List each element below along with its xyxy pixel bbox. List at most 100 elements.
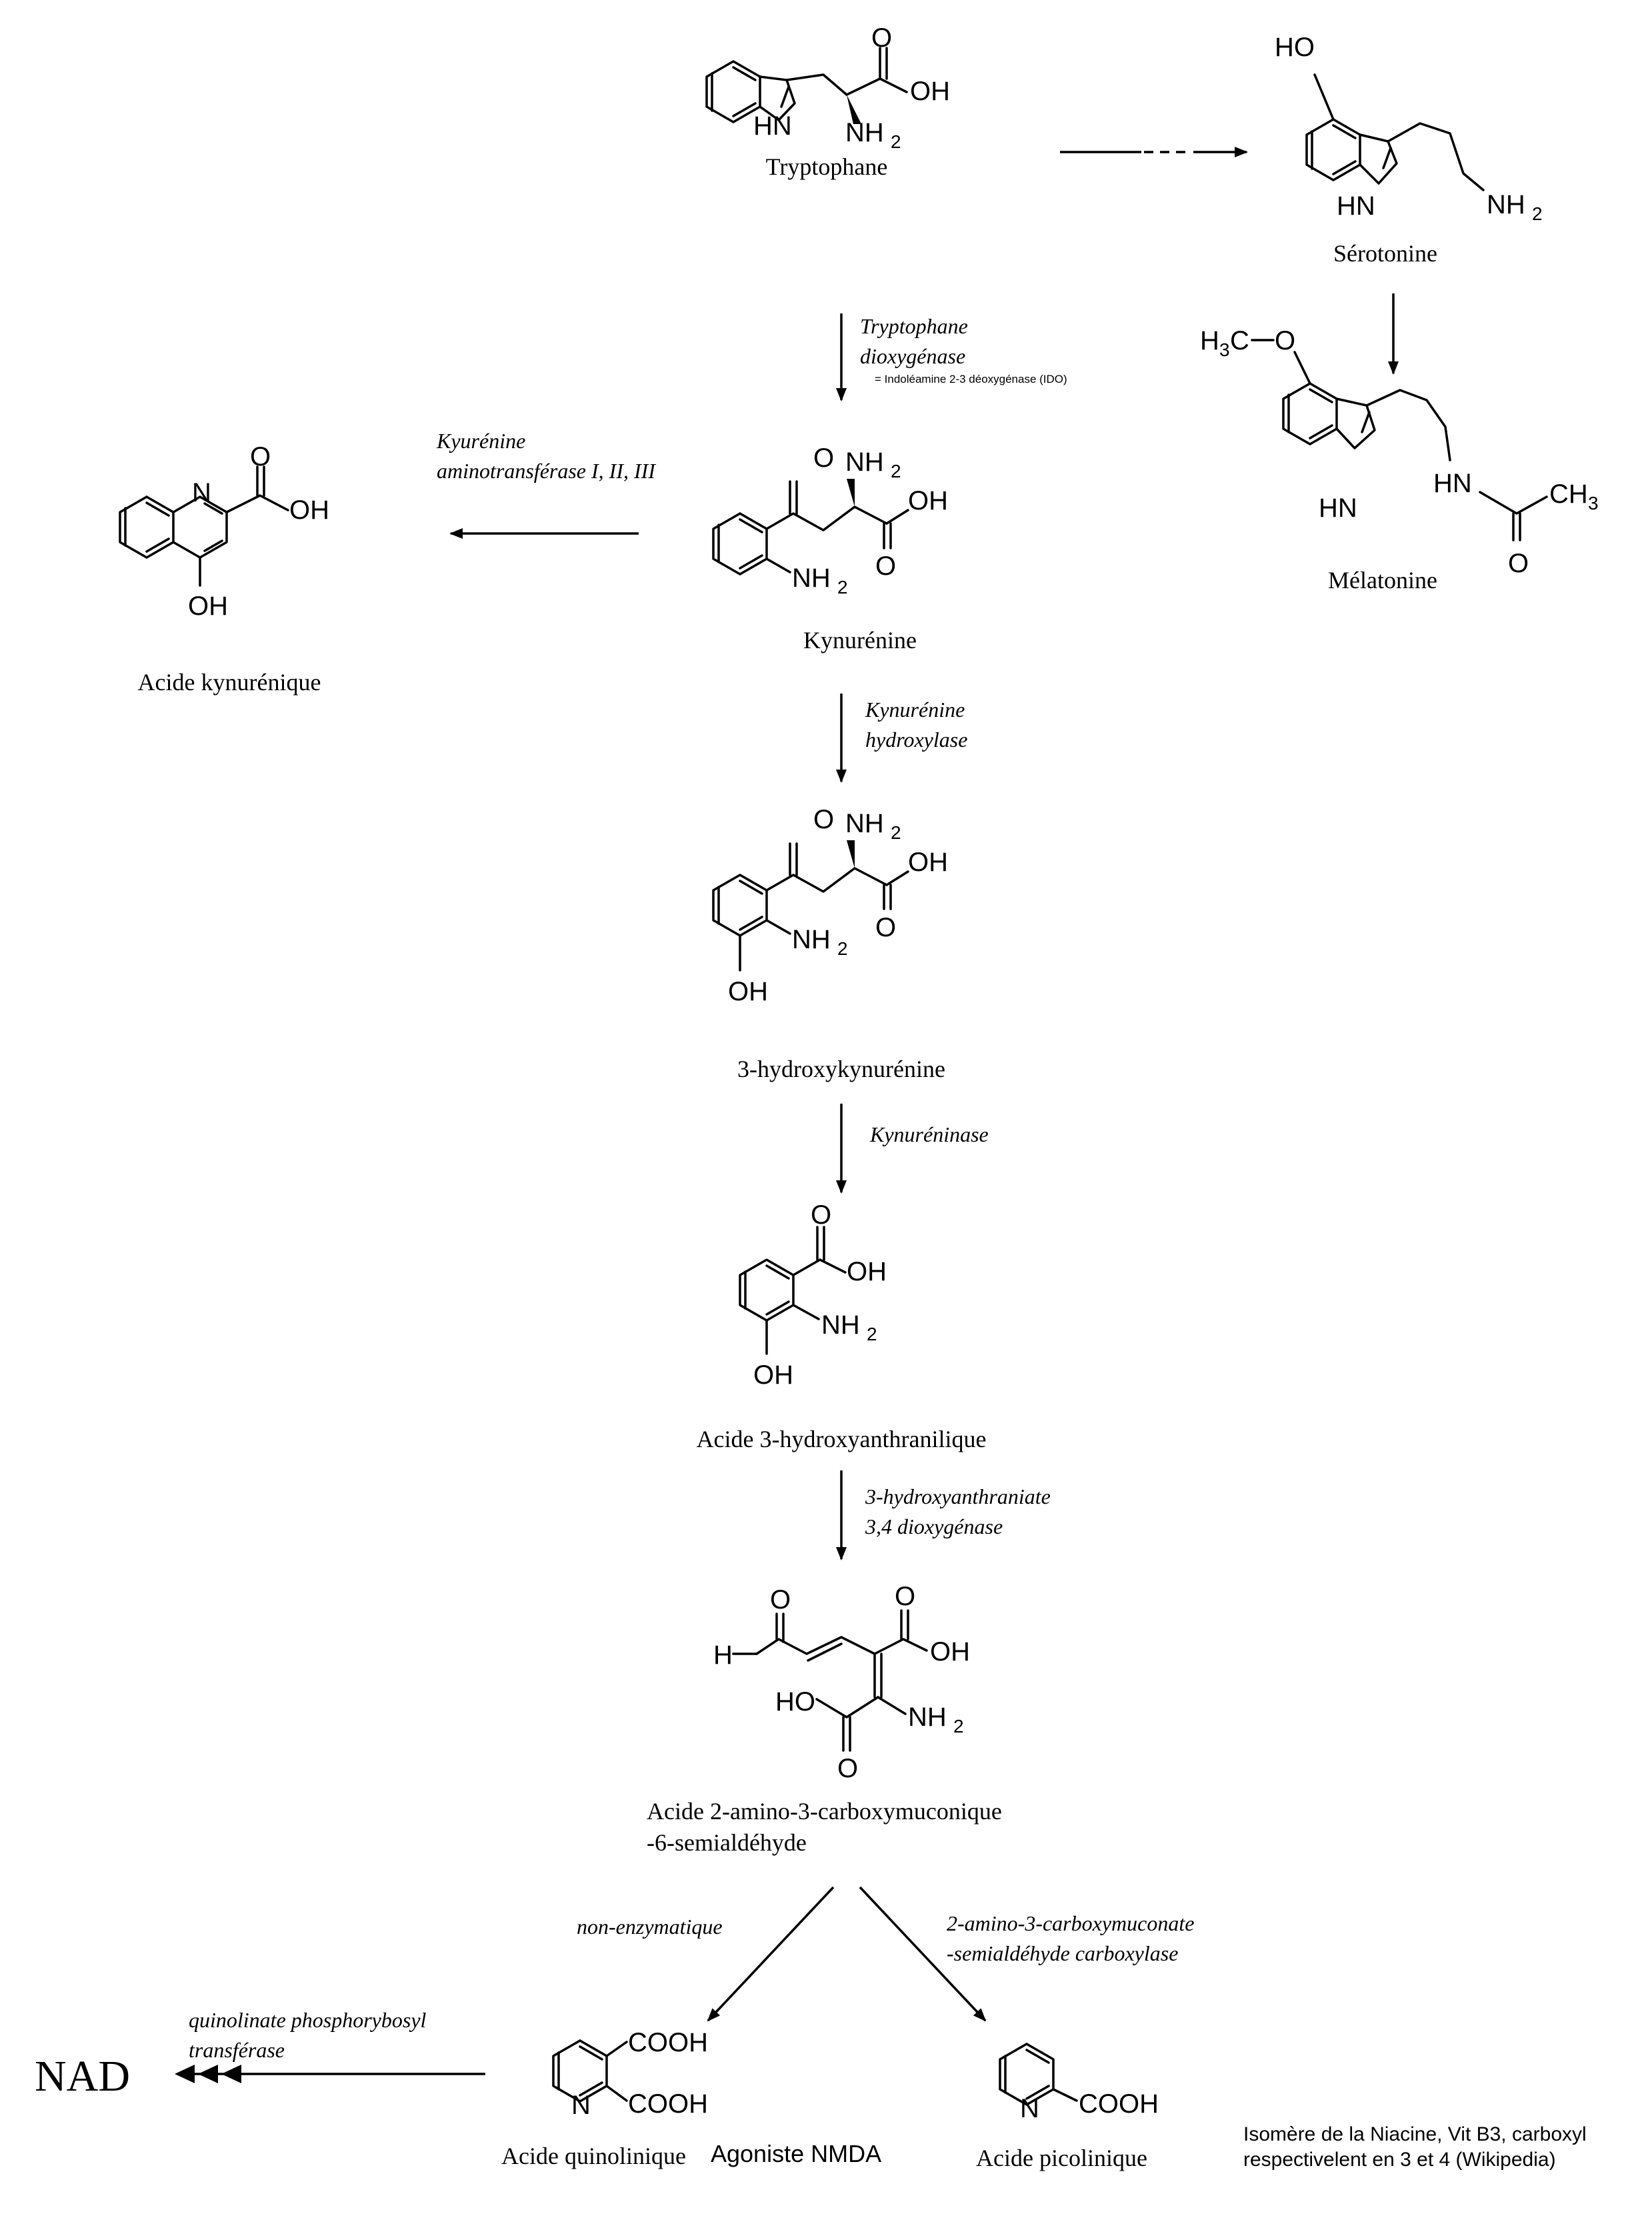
nad-label: NAD <box>35 2052 130 2101</box>
acms-o2: O <box>837 1754 858 1783</box>
svg-text:3: 3 <box>1219 339 1230 360</box>
melatonin-h3c-h: H <box>1200 326 1219 355</box>
hk-o2: O <box>875 913 896 942</box>
kynurenine-label: Kynurénine <box>803 627 917 654</box>
acms-structure: H O O OH HO NH 2 O <box>713 1582 970 1783</box>
hk-nh: NH <box>845 809 884 838</box>
acms-ho: HO <box>775 1687 815 1717</box>
svg-text:2: 2 <box>837 577 848 598</box>
enzyme-acmsd-line2: -semialdéhyde carboxylase <box>947 1941 1178 1965</box>
acms-oh: OH <box>930 1637 970 1667</box>
haa-oh-ring: OH <box>753 1360 793 1390</box>
svg-text:2: 2 <box>867 1324 877 1344</box>
kynurenine-oh: OH <box>908 486 948 515</box>
arrow-acms-picolinic <box>859 1886 987 2022</box>
svg-text:2: 2 <box>837 938 848 959</box>
enzyme-acmsd-line1: 2-amino-3-carboxymuconate <box>947 1911 1194 1935</box>
acms-o1: O <box>895 1582 915 1611</box>
hydroxyanthranilic-acid-label: Acide 3-hydroxyanthranilique <box>697 1426 987 1452</box>
acms-nh: NH <box>908 1703 947 1732</box>
enzyme-kmo-line1: Kynurénine <box>865 698 965 722</box>
enzyme-kmo-line2: hydroxylase <box>865 728 967 752</box>
kynurenine-nh-aryl: NH <box>792 564 831 593</box>
kynurenic-oh: OH <box>289 495 329 525</box>
arrow-acms-quinolinic <box>707 1886 835 2022</box>
enzyme-tdo-note: = Indoléamine 2-3 déoxygénase (IDO) <box>875 373 1067 385</box>
kynurenic-o: O <box>250 442 271 471</box>
serotonin-hn: HN <box>1337 191 1375 221</box>
acms-label-line2: -6-semialdéhyde <box>647 1829 807 1856</box>
enzyme-kat-line2: aminotransférase I, II, III <box>437 459 656 483</box>
enzyme-tdo-line1: Tryptophane <box>860 314 968 338</box>
melatonin-hn-amide: HN <box>1433 469 1472 498</box>
quinolinic-cooh-top: COOH <box>628 2028 708 2057</box>
haa-nh: NH <box>821 1310 860 1340</box>
acms-h: H <box>713 1640 733 1670</box>
serotonin-structure: HO HN NH 2 <box>1275 33 1543 224</box>
melatonin-hn-ring: HN <box>1319 493 1357 523</box>
tryptophan-nh: NH <box>845 118 884 147</box>
enzyme-qprt-line2: transférase <box>189 2038 285 2062</box>
enzyme-qprt-line1: quinolinate phosphorybosyl <box>189 2008 427 2032</box>
isomer-note-line2: respectivelent en 3 et 4 (Wikipedia) <box>1243 2149 1556 2171</box>
serotonin-nh: NH <box>1487 190 1525 219</box>
haa-o: O <box>811 1200 831 1230</box>
melatonin-h3c-c: C <box>1230 326 1249 355</box>
picolinic-acid-label: Acide picolinique <box>976 2145 1147 2171</box>
quinolinic-acid-label: Acide quinolinique <box>501 2143 686 2169</box>
kynurenic-oh-ring: OH <box>188 592 228 621</box>
svg-text:2: 2 <box>891 131 901 152</box>
serotonin-label: Sérotonine <box>1333 240 1437 267</box>
hydroxyanthranilic-acid-structure: O OH NH 2 OH <box>739 1200 887 1390</box>
hk-oh: OH <box>908 848 948 877</box>
enzyme-non-enzymatic: non-enzymatique <box>577 1915 723 1939</box>
kynurenic-acid-structure: O N OH OH <box>119 442 329 621</box>
hk-o: O <box>813 805 834 834</box>
melatonin-o: O <box>1275 326 1295 355</box>
serotonin-ho: HO <box>1275 33 1315 62</box>
isomer-note-line1: Isomère de la Niacine, Vit B3, carboxyl <box>1243 2123 1587 2145</box>
tryptophan-oh: OH <box>910 77 950 106</box>
enzyme-haao-line2: 3,4 dioxygénase <box>865 1514 1003 1538</box>
melatonin-ch3: CH <box>1549 479 1588 509</box>
enzyme-tdo-line2: dioxygénase <box>860 344 965 368</box>
enzyme-kat-line1: Kyurénine <box>436 429 525 453</box>
arrow-quinolinic-nad <box>175 2065 485 2083</box>
nmda-agonist-note: Agoniste NMDA <box>711 2140 881 2167</box>
kynurenine-nh: NH <box>845 447 884 477</box>
tryptophan-o: O <box>871 23 892 53</box>
hk-nh-aryl: NH <box>792 925 831 954</box>
svg-text:2: 2 <box>1532 203 1543 224</box>
acms-label-line1: Acide 2-amino-3-carboxymuconique <box>647 1798 1002 1825</box>
kynurenic-n: N <box>192 478 211 507</box>
picolinic-acid-structure: COOH N <box>999 2043 1159 2123</box>
picolinic-n: N <box>1020 2094 1039 2123</box>
kynurenine-o: O <box>813 443 834 473</box>
enzyme-kynureninase: Kynuréninase <box>869 1122 989 1146</box>
melatonin-o-amide: O <box>1508 549 1529 578</box>
tryptophan-hn: HN <box>753 111 792 141</box>
svg-text:2: 2 <box>891 461 901 481</box>
tryptophan-structure: O OH HN NH 2 <box>705 23 950 152</box>
svg-text:2: 2 <box>953 1716 964 1737</box>
quinolinic-acid-structure: COOH COOH N <box>552 2028 708 2120</box>
quinolinic-n: N <box>571 2091 591 2120</box>
kynurenic-acid-label: Acide kynurénique <box>138 669 321 696</box>
melatonin-structure: H 3 C O HN HN CH 3 O <box>1200 326 1599 578</box>
kynurenine-structure: O NH 2 OH O NH 2 <box>712 443 948 598</box>
svg-text:3: 3 <box>1588 493 1599 513</box>
tryptophan-label: Tryptophane <box>766 153 888 180</box>
haa-oh: OH <box>847 1257 887 1286</box>
acms-o-aldehyde: O <box>770 1585 791 1614</box>
melatonin-label: Mélatonine <box>1328 567 1437 594</box>
hydroxykynurenine-structure: O NH 2 OH O NH 2 OH <box>712 805 948 1006</box>
svg-text:2: 2 <box>891 822 901 843</box>
enzyme-haao-line1: 3-hydroxyanthraniate <box>865 1484 1051 1508</box>
hk-oh-ring: OH <box>728 977 768 1006</box>
quinolinic-cooh-bottom: COOH <box>628 2089 708 2119</box>
picolinic-cooh: COOH <box>1079 2089 1159 2119</box>
kynurenine-o2: O <box>875 551 896 581</box>
hydroxykynurenine-label: 3-hydroxykynurénine <box>737 1056 945 1082</box>
